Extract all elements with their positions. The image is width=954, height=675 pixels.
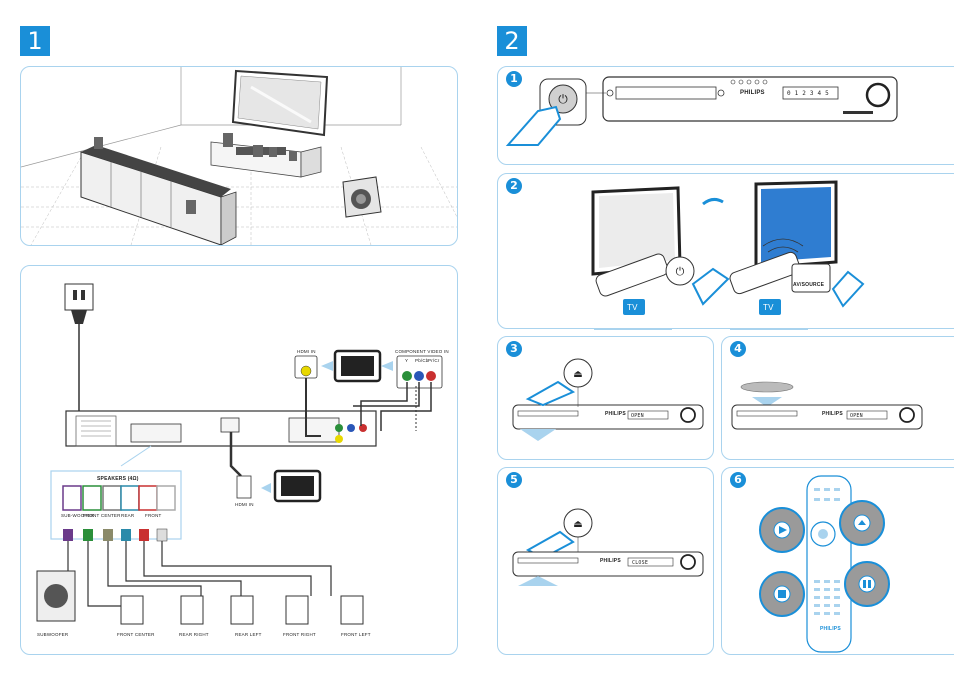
tv-badge-right: TV xyxy=(763,303,774,312)
av-source-label: AV/SOURCE xyxy=(793,282,825,288)
speaker-label-rear-left: REAR LEFT xyxy=(235,632,262,637)
substep-3-number: 3 xyxy=(506,341,522,357)
svg-text:⏏: ⏏ xyxy=(573,519,582,530)
eject-illustration: ⏏ xyxy=(512,358,704,441)
wiring-panel: HDMI IN COMPONENT VIDEO IN Y Pb/Cb Pr/Cr… xyxy=(20,265,458,655)
player-display-open-4: OPEN xyxy=(850,413,863,419)
divider-right xyxy=(730,328,808,330)
remote-brand: PHILIPS xyxy=(820,626,841,632)
substep-2-number: 2 xyxy=(506,178,522,194)
substep-2-panel: 2 ⏻ TV TV AV/SOURCE xyxy=(497,173,954,329)
player-brand-4: PHILIPS xyxy=(822,411,843,417)
tv-badge-left: TV xyxy=(627,303,638,312)
player-brand-3: PHILIPS xyxy=(605,411,626,417)
substep-6-panel: 6 PHILIPS xyxy=(721,467,954,655)
wiring-illustration xyxy=(36,283,443,625)
substep-4-number: 4 xyxy=(730,341,746,357)
speakers-rear-label: REAR xyxy=(121,513,135,518)
component-pb-label: Pb/Cb xyxy=(415,358,429,363)
room-illustration xyxy=(21,67,457,245)
player-display-open: OPEN xyxy=(631,413,644,419)
speaker-label-front-center: FRONT CENTER xyxy=(117,632,155,637)
divider-left xyxy=(594,328,672,330)
speaker-label-front-left: FRONT LEFT xyxy=(341,632,371,637)
substep-3-panel: 3 ⏏ PHILIPS OPEN xyxy=(497,336,714,460)
substep-5-panel: 5 ⏏ PHILIPS CLOSE xyxy=(497,467,714,655)
substep-4-panel: 4 PHILIPS OPEN xyxy=(721,336,954,460)
remote-illustration xyxy=(759,475,890,653)
speakers-box-title: SPEAKERS (4Ω) xyxy=(97,476,139,482)
substep-6-number: 6 xyxy=(730,472,746,488)
component-y-label: Y xyxy=(405,358,409,363)
hdmi-in-top-label: HDMI IN xyxy=(297,349,316,354)
close-tray-illustration: ⏏ xyxy=(512,508,704,586)
speakers-sub-label: SUB-WOOFER xyxy=(61,513,94,518)
svg-text:⏏: ⏏ xyxy=(573,369,582,380)
player-brand-5: PHILIPS xyxy=(600,558,621,564)
speakers-front-label: FRONT xyxy=(145,513,162,518)
hdmi-in-bottom-label: HDMI IN xyxy=(235,502,254,507)
component-pr-label: Pr/Cr xyxy=(428,358,440,363)
power-on-illustration: ⏻ xyxy=(505,76,898,146)
player-display-1: 0 1 2 3 4 5 xyxy=(787,90,829,97)
speaker-label-front-right: FRONT RIGHT xyxy=(283,632,316,637)
svg-text:⏻: ⏻ xyxy=(676,266,685,278)
svg-text:⏻: ⏻ xyxy=(558,92,568,106)
load-disc-illustration xyxy=(731,381,923,430)
component-video-label: COMPONENT VIDEO IN xyxy=(395,349,449,354)
step-1-badge: 1 xyxy=(20,26,50,56)
substep-1-panel: 1 ⏻ PHILIPS 0 1 2 3 4 5 xyxy=(497,66,954,165)
step-2-badge: 2 xyxy=(497,26,527,56)
substep-1-number: 1 xyxy=(506,71,522,87)
player-brand: PHILIPS xyxy=(740,90,765,96)
substep-5-number: 5 xyxy=(506,472,522,488)
player-display-close: CLOSE xyxy=(632,560,649,566)
speaker-label-subwoofer: SUBWOOFER xyxy=(37,632,69,637)
speakers-center-label: FRONT CENTER xyxy=(83,513,121,518)
speaker-label-rear-right: REAR RIGHT xyxy=(179,632,209,637)
room-setup-panel xyxy=(20,66,458,246)
tv-source-illustration: ⏻ xyxy=(591,180,865,315)
